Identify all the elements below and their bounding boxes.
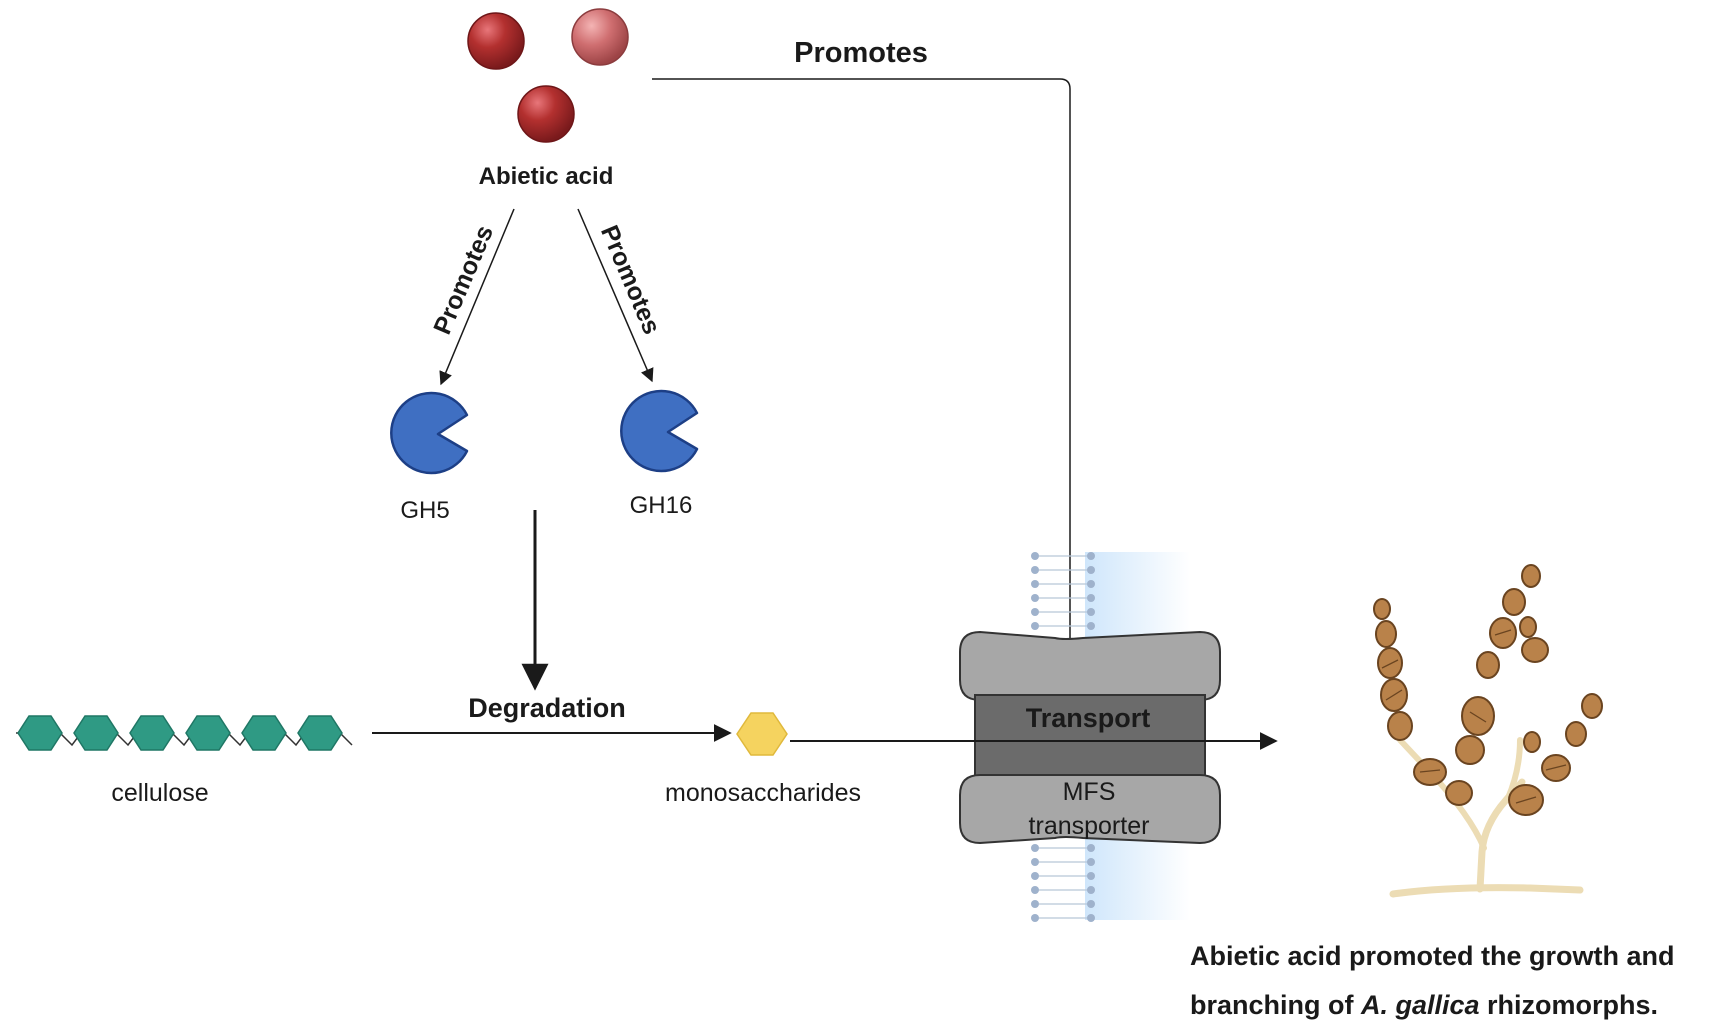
caption-line-2-prefix: branching of	[1190, 990, 1361, 1020]
mfs-transporter-label-line2: transporter	[1029, 812, 1150, 840]
abietic-acid-molecule	[517, 85, 575, 143]
promotes-label-left: Promotes	[428, 221, 499, 338]
promotes-label-right: Promotes	[595, 221, 666, 338]
gh5-enzyme-icon	[390, 391, 469, 475]
caption-line-1: Abietic acid promoted the growth and	[1190, 941, 1675, 971]
cellulose-label: cellulose	[111, 779, 208, 807]
degradation-label: Degradation	[468, 693, 626, 723]
abietic-acid-molecule	[571, 8, 629, 66]
gh16-enzyme-icon	[620, 389, 699, 473]
cellulose-chain-icon	[16, 715, 353, 751]
promotes-label-top: Promotes	[794, 37, 928, 69]
caption-line-2-suffix: rhizomorphs.	[1479, 990, 1659, 1020]
rhizomorph-illustration	[1373, 564, 1603, 898]
mfs-transporter-label-line1: MFS	[1063, 778, 1116, 806]
promotes-arrow-left	[439, 208, 515, 386]
figure-caption: Abietic acid promoted the growth and bra…	[1190, 932, 1710, 1030]
lipid-heads	[1031, 552, 1095, 922]
transport-label: Transport	[1026, 703, 1151, 733]
monosaccharide-icon	[736, 712, 788, 756]
abietic-acid-molecule	[467, 12, 525, 70]
abietic-acid-label: Abietic acid	[479, 163, 614, 190]
caption-line-2: branching of A. gallica rhizomorphs.	[1190, 981, 1710, 1030]
gh5-label: GH5	[400, 497, 449, 524]
promotes-arrow-right	[577, 208, 654, 383]
monosaccharides-label: monosaccharides	[665, 779, 861, 807]
abietic-acid-molecules	[467, 8, 629, 143]
promotes-arrow-top	[652, 78, 1077, 685]
mfs-transporter-icon	[959, 630, 1221, 845]
caption-species: A. gallica	[1361, 990, 1480, 1020]
lipid-tails	[1039, 555, 1087, 919]
gh16-label: GH16	[630, 492, 693, 519]
